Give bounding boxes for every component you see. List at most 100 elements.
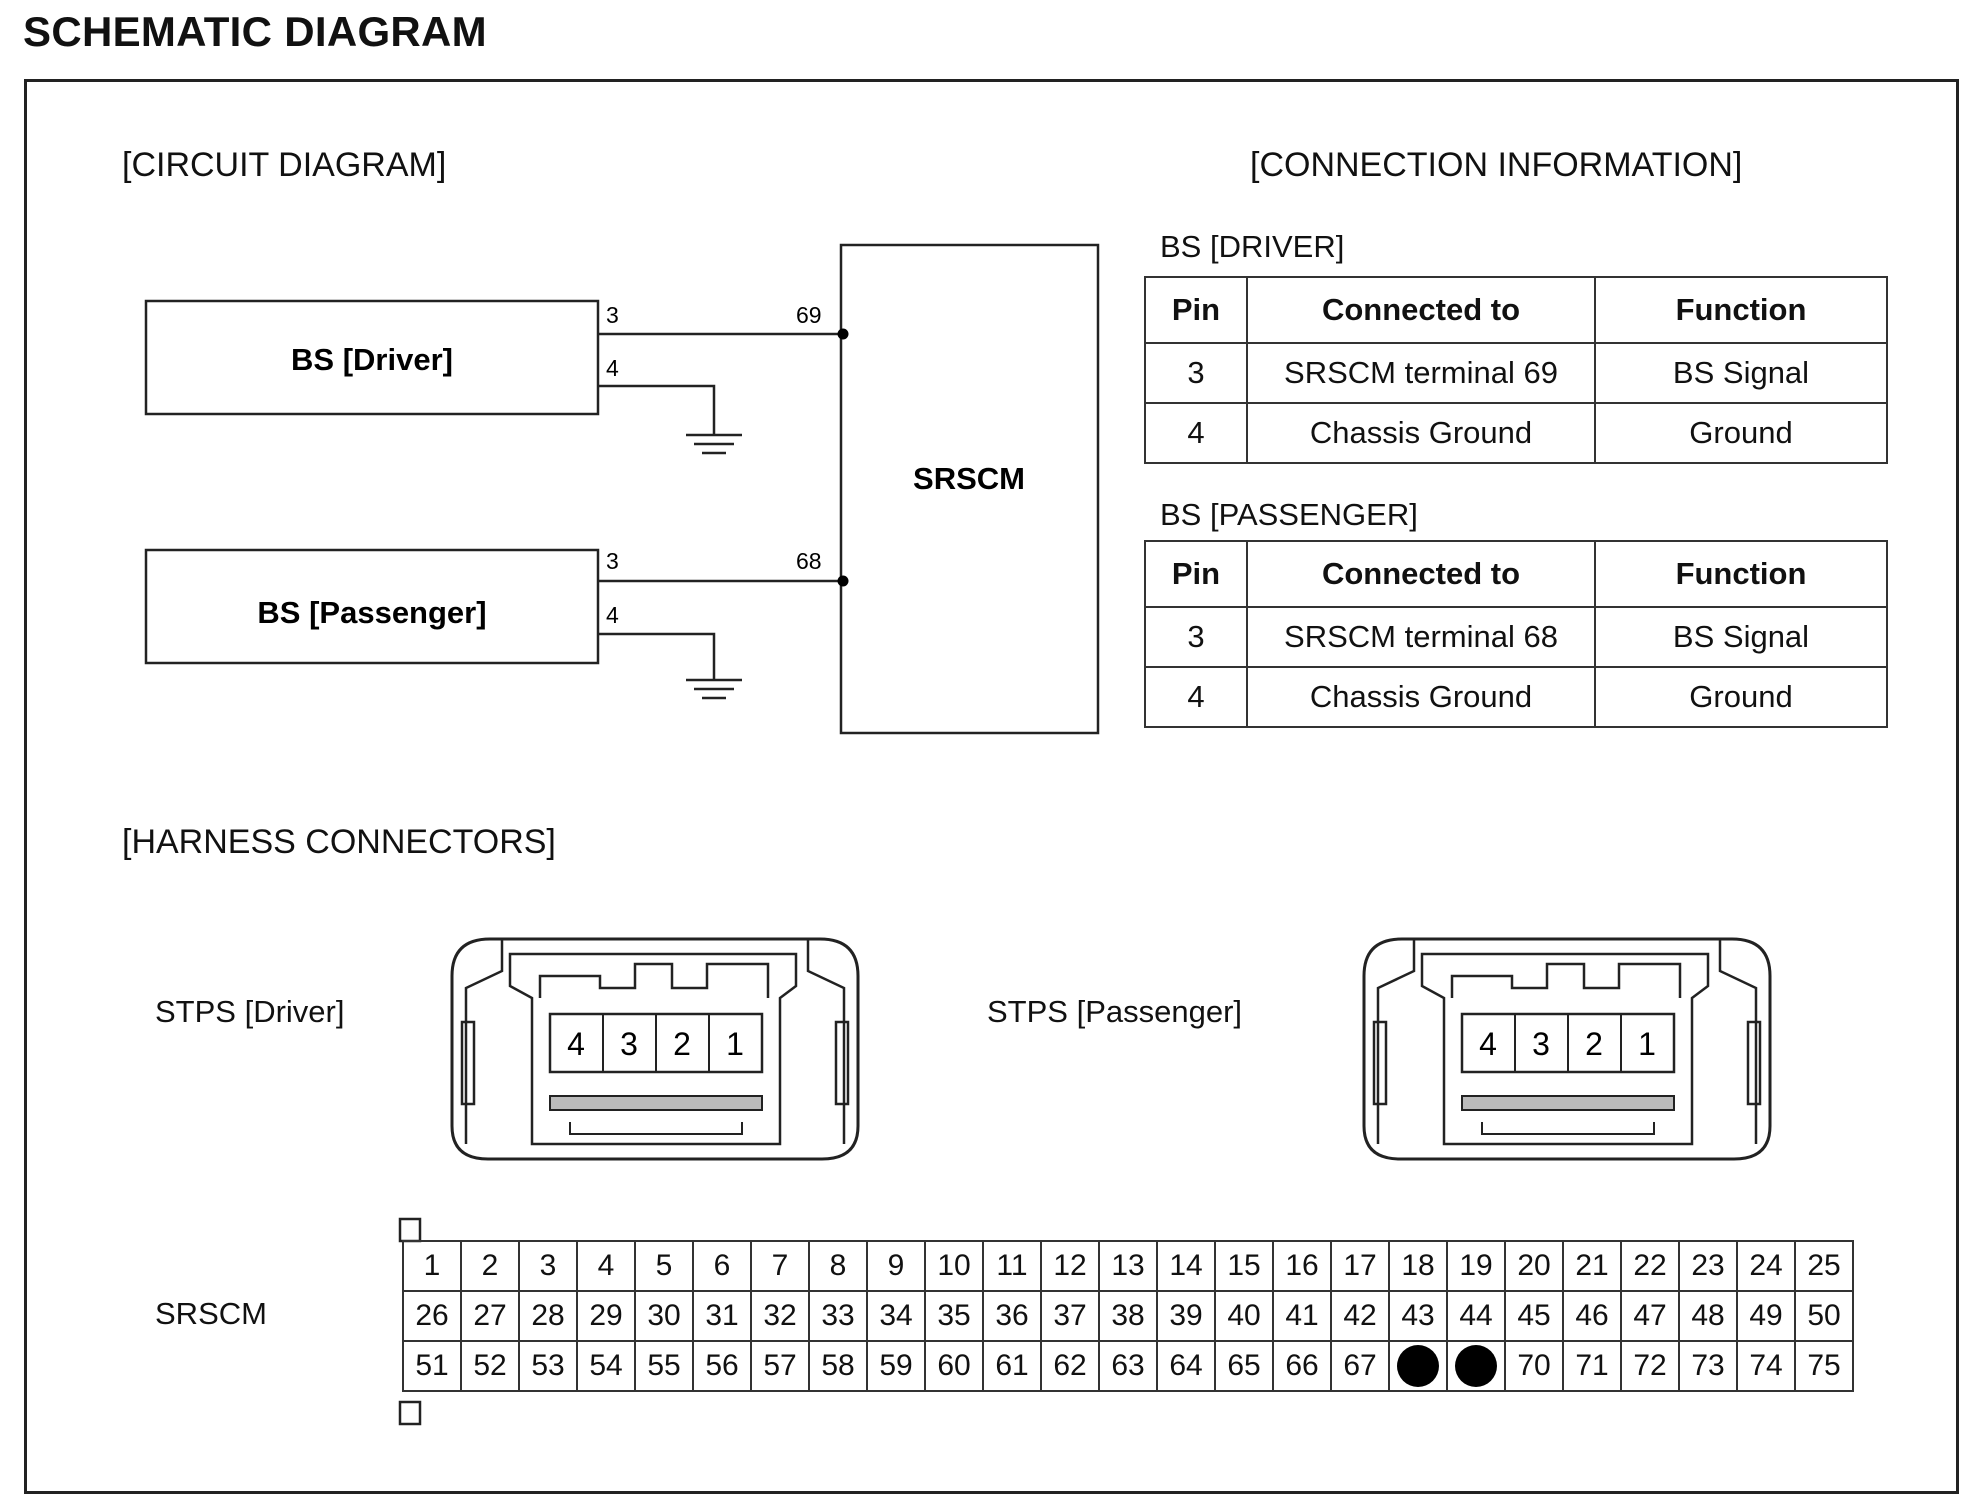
bs-driver-table-title: BS [DRIVER] bbox=[1160, 229, 1345, 264]
pin-cell: 4 bbox=[576, 1240, 636, 1292]
pin-cell: 46 bbox=[1562, 1290, 1622, 1342]
pin-cell: 3 bbox=[518, 1240, 578, 1292]
bs-passenger-connection-table: Pin Connected to Function 3 SRSCM termin… bbox=[1144, 540, 1888, 728]
column-header: Connected to bbox=[1246, 276, 1596, 344]
pin-cell: 71 bbox=[1562, 1340, 1622, 1392]
driver-pin-4-label: 4 bbox=[606, 355, 619, 381]
pin-cell: 47 bbox=[1620, 1290, 1680, 1342]
pin-cell: 28 bbox=[518, 1290, 578, 1342]
pin-cell: 26 bbox=[402, 1290, 462, 1342]
stps-driver-label: STPS [Driver] bbox=[155, 994, 345, 1029]
pin-cell: 74 bbox=[1736, 1340, 1796, 1392]
pin-cell: 55 bbox=[634, 1340, 694, 1392]
passenger-pin-4-label: 4 bbox=[606, 602, 619, 628]
pin-cell: 18 bbox=[1388, 1240, 1448, 1292]
stps-passenger-label: STPS [Passenger] bbox=[987, 994, 1243, 1029]
function-cell: Ground bbox=[1594, 402, 1888, 464]
passenger-junction-dot bbox=[837, 575, 849, 587]
bs-passenger-table-title: BS [PASSENGER] bbox=[1160, 497, 1418, 532]
pin-cell: 61 bbox=[982, 1340, 1042, 1392]
connected-to-cell: SRSCM terminal 69 bbox=[1246, 342, 1596, 404]
pin-cell: 21 bbox=[1562, 1240, 1622, 1292]
pin-cell: 59 bbox=[866, 1340, 926, 1392]
pin-cell: 38 bbox=[1098, 1290, 1158, 1342]
pin-cell: 6 bbox=[692, 1240, 752, 1292]
pin-cell: 24 bbox=[1736, 1240, 1796, 1292]
stps-driver-pin: 3 bbox=[620, 1026, 638, 1062]
bs-driver-connection-table: Pin Connected to Function 3 SRSCM termin… bbox=[1144, 276, 1888, 464]
connected-to-cell: Chassis Ground bbox=[1246, 666, 1596, 728]
filled-pin-dot-icon bbox=[1455, 1345, 1497, 1387]
driver-ground-wire bbox=[598, 384, 716, 435]
pin-cell: 13 bbox=[1098, 1240, 1158, 1292]
stps-passenger-pin: 3 bbox=[1532, 1026, 1550, 1062]
pin-cell: 49 bbox=[1736, 1290, 1796, 1342]
ground-symbol-icon bbox=[686, 678, 742, 700]
pin-cell: 12 bbox=[1040, 1240, 1100, 1292]
table-header-row: Pin Connected to Function bbox=[1144, 540, 1888, 608]
stps-passenger-pin: 1 bbox=[1638, 1026, 1656, 1062]
connected-to-cell: SRSCM terminal 68 bbox=[1246, 606, 1596, 668]
pin-cell: 4 bbox=[1144, 402, 1248, 464]
ground-symbol-icon bbox=[686, 433, 742, 455]
table-row: 3 SRSCM terminal 68 BS Signal bbox=[1144, 606, 1888, 668]
pin-cell: 27 bbox=[460, 1290, 520, 1342]
column-header: Function bbox=[1594, 276, 1888, 344]
pin-cell: 45 bbox=[1504, 1290, 1564, 1342]
pin-cell: 23 bbox=[1678, 1240, 1738, 1292]
srscm-pin-69-label: 69 bbox=[796, 302, 822, 328]
srscm-pin-68-label: 68 bbox=[796, 548, 822, 574]
pin-cell: 1 bbox=[402, 1240, 462, 1292]
pin-cell: 11 bbox=[982, 1240, 1042, 1292]
pin-cell: 33 bbox=[808, 1290, 868, 1342]
pin-cell: 3 bbox=[1144, 606, 1248, 668]
pin-cell: 25 bbox=[1794, 1240, 1854, 1292]
srscm-box bbox=[839, 243, 1100, 735]
diagram-frame bbox=[24, 79, 1959, 1494]
stps-driver-pin: 4 bbox=[567, 1026, 585, 1062]
harness-connectors-heading: [HARNESS CONNECTORS] bbox=[122, 823, 556, 861]
table-row: 4 Chassis Ground Ground bbox=[1144, 402, 1888, 464]
pin-cell: 20 bbox=[1504, 1240, 1564, 1292]
pin-cell: 58 bbox=[808, 1340, 868, 1392]
srscm-connector-label: SRSCM bbox=[155, 1296, 267, 1331]
stps-driver-connector: 4 3 2 1 bbox=[450, 937, 860, 1161]
pin-cell: 39 bbox=[1156, 1290, 1216, 1342]
stps-driver-pin: 1 bbox=[726, 1026, 744, 1062]
pin-cell: 57 bbox=[750, 1340, 810, 1392]
function-cell: BS Signal bbox=[1594, 606, 1888, 668]
filled-pin-dot-icon bbox=[1397, 1345, 1439, 1387]
passenger-pin-3-label: 3 bbox=[606, 548, 619, 574]
stps-driver-pin: 2 bbox=[673, 1026, 691, 1062]
pin-cell: 30 bbox=[634, 1290, 694, 1342]
srscm-module-label: SRSCM bbox=[913, 461, 1025, 496]
column-header: Connected to bbox=[1246, 540, 1596, 608]
pin-cell: 31 bbox=[692, 1290, 752, 1342]
pin-cell: 3 bbox=[1144, 342, 1248, 404]
column-header: Pin bbox=[1144, 276, 1248, 344]
stps-passenger-pin: 4 bbox=[1479, 1026, 1497, 1062]
filled-pin-cell bbox=[1446, 1340, 1506, 1392]
pin-cell: 17 bbox=[1330, 1240, 1390, 1292]
pin-cell: 51 bbox=[402, 1340, 462, 1392]
pin-cell: 50 bbox=[1794, 1290, 1854, 1342]
pin-cell: 48 bbox=[1678, 1290, 1738, 1342]
pin-cell: 73 bbox=[1678, 1340, 1738, 1392]
pin-cell: 22 bbox=[1620, 1240, 1680, 1292]
pin-cell: 16 bbox=[1272, 1240, 1332, 1292]
function-cell: Ground bbox=[1594, 666, 1888, 728]
pin-cell: 62 bbox=[1040, 1340, 1100, 1392]
pin-cell: 67 bbox=[1330, 1340, 1390, 1392]
pin-cell: 66 bbox=[1272, 1340, 1332, 1392]
pin-cell: 40 bbox=[1214, 1290, 1274, 1342]
pin-cell: 10 bbox=[924, 1240, 984, 1292]
pin-cell: 75 bbox=[1794, 1340, 1854, 1392]
pin-cell: 54 bbox=[576, 1340, 636, 1392]
page-title: SCHEMATIC DIAGRAM bbox=[23, 8, 487, 55]
pin-cell: 8 bbox=[808, 1240, 868, 1292]
bs-passenger-label: BS [Passenger] bbox=[257, 595, 486, 630]
pin-cell: 42 bbox=[1330, 1290, 1390, 1342]
